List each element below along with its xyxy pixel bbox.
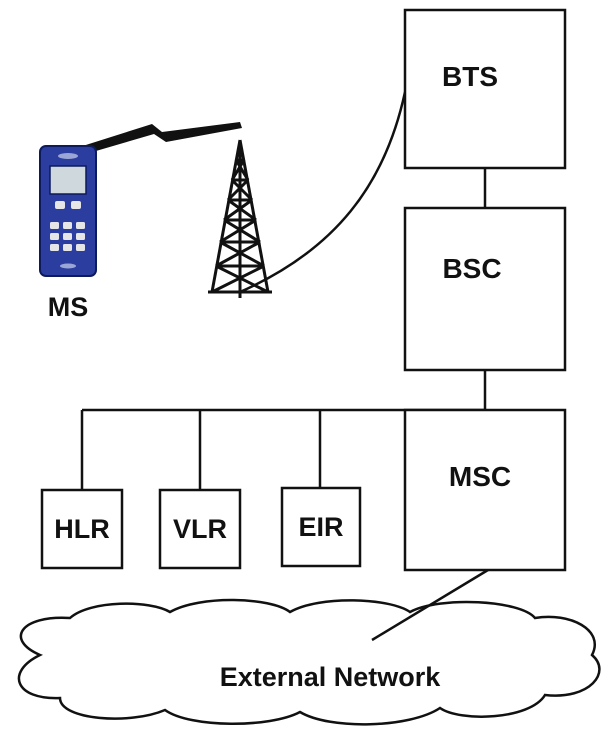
bsc-label: BSC (442, 253, 501, 284)
eir-label: EIR (298, 512, 343, 542)
hlr-label: HLR (54, 514, 110, 544)
mobile-phone-icon (39, 145, 97, 277)
antenna-tower-icon (208, 139, 272, 298)
msc-label: MSC (449, 461, 511, 492)
lightning-bolt-icon (70, 122, 242, 158)
external-network-cloud: External Network (17, 598, 601, 726)
hlr-node: HLR (40, 488, 124, 570)
eir-node: EIR (280, 486, 362, 568)
tower-bts-link (239, 91, 407, 294)
vlr-label: VLR (173, 514, 227, 544)
msc-cloud-link (371, 568, 489, 642)
msc-node: MSC (403, 408, 567, 572)
bts-label: BTS (442, 61, 498, 92)
bts-node: BTS (403, 8, 567, 170)
bsc-node: BSC (403, 206, 567, 372)
external-network-label: External Network (220, 662, 442, 692)
cloud-icon (17, 598, 601, 726)
vlr-node: VLR (158, 488, 242, 570)
ms-label: MS (48, 292, 89, 322)
